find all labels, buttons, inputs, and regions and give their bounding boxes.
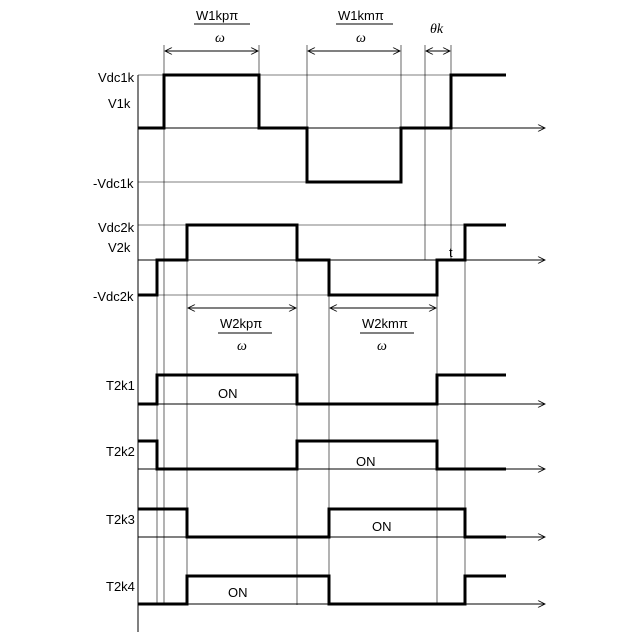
label-neg-vdc1k: -Vdc1k bbox=[93, 176, 134, 191]
svg-text:ω: ω bbox=[356, 31, 366, 46]
svg-text:ω: ω bbox=[215, 31, 225, 46]
label-t2k4: T2k4 bbox=[106, 579, 135, 594]
svg-text:W1kpπ: W1kpπ bbox=[196, 8, 238, 23]
w2kp-annotation: W2kpπ ω bbox=[188, 308, 296, 354]
label-vdc1k: Vdc1k bbox=[98, 70, 135, 85]
svg-text:W1kmπ: W1kmπ bbox=[338, 8, 384, 23]
w1kp-annotation: W1kpπ ω bbox=[165, 8, 258, 51]
t2k1-waveform bbox=[138, 375, 506, 404]
t2k4-on-label: ON bbox=[228, 585, 248, 600]
label-vdc2k: Vdc2k bbox=[98, 220, 135, 235]
t2k4-waveform bbox=[138, 576, 506, 604]
svg-text:ω: ω bbox=[377, 339, 387, 354]
w2km-annotation: W2kmπ ω bbox=[330, 308, 436, 354]
level-guides bbox=[138, 75, 470, 295]
label-neg-vdc2k: -Vdc2k bbox=[93, 289, 134, 304]
label-t2k3: T2k3 bbox=[106, 512, 135, 527]
t2k3-on-label: ON bbox=[372, 519, 392, 534]
t2k2-waveform bbox=[138, 441, 506, 469]
label-t2k2: T2k2 bbox=[106, 444, 135, 459]
t2k3-waveform bbox=[138, 509, 506, 537]
t2k2-on-label: ON bbox=[356, 454, 376, 469]
w1km-annotation: W1kmπ ω bbox=[308, 8, 400, 51]
svg-text:W2kpπ: W2kpπ bbox=[220, 316, 262, 331]
label-v2k: V2k bbox=[108, 240, 131, 255]
label-t2k1: T2k1 bbox=[106, 378, 135, 393]
label-time-t: t bbox=[449, 245, 453, 260]
label-v1k: V1k bbox=[108, 96, 131, 111]
theta-annotation: θk bbox=[426, 22, 450, 51]
svg-text:W2kmπ: W2kmπ bbox=[362, 316, 408, 331]
svg-text:θk: θk bbox=[430, 22, 444, 37]
svg-text:ω: ω bbox=[237, 339, 247, 354]
t2k1-on-label: ON bbox=[218, 386, 238, 401]
